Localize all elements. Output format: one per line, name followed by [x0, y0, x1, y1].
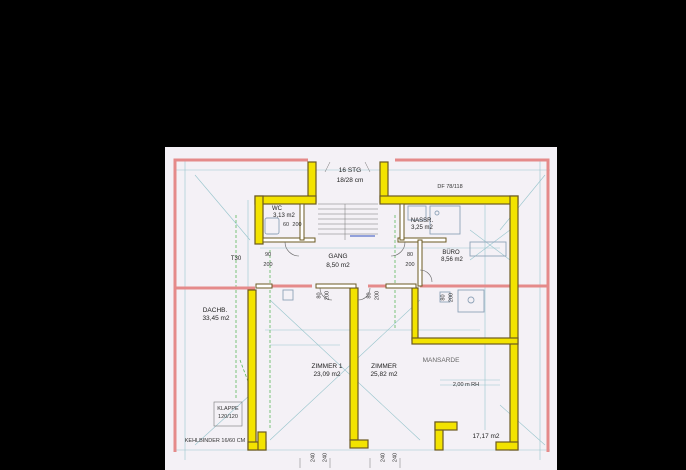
gang-door-right-height: 200	[405, 262, 415, 268]
t30-label: T30	[230, 256, 242, 262]
nass-name: NASSR.	[410, 218, 434, 224]
z2-door-height: 200	[374, 290, 381, 301]
fixtures	[264, 205, 507, 313]
washer-icon	[407, 205, 427, 221]
stair-treads	[318, 161, 378, 240]
z1-door-height: 200	[324, 290, 331, 301]
grid-lines	[175, 160, 550, 460]
wc-name: WC	[272, 206, 282, 212]
stairs-label: 16 STG	[338, 167, 362, 174]
zimmer2-name: ZIMMER	[371, 363, 397, 370]
dim-b: 240	[322, 452, 329, 463]
dim-c: 240	[380, 452, 387, 463]
nass-area: 3,25 m2	[411, 225, 433, 231]
inner-walls	[255, 203, 447, 289]
wc-door-width: 60	[282, 222, 290, 228]
walls	[247, 161, 519, 451]
gang-name: GANG	[328, 253, 348, 260]
desk-chair-icon	[457, 289, 485, 313]
gang-area: 8,50 m2	[326, 262, 350, 269]
stairs-sub: 18/28 cm	[336, 177, 364, 184]
sink-icon	[282, 289, 294, 301]
z2-door-width: 80	[366, 292, 373, 299]
toilet-icon	[264, 217, 280, 235]
buero-area: 8,56 m2	[441, 257, 463, 263]
zimmer1-area: 23,09 m2	[313, 371, 341, 378]
dach-left-name: DACHB.	[202, 307, 228, 314]
wc-door-height: 200	[292, 222, 302, 228]
height-label: 2,00 m RH	[452, 382, 480, 388]
klappe-size: 120/120	[218, 414, 238, 420]
klappe-label: KLAPPE	[217, 406, 239, 412]
zimmer1-name: ZIMMER 1	[311, 363, 343, 370]
buero-door-height: 200	[448, 292, 455, 303]
dim-d: 240	[392, 452, 399, 463]
buero-name: BÜRO	[442, 250, 460, 256]
gang-door-left-width: 90	[264, 252, 272, 258]
gang-door-right-width: 80	[406, 252, 414, 258]
zimmer2-area: 25,82 m2	[370, 371, 398, 378]
cabinet-icon	[469, 241, 507, 257]
gang-door-left-height: 200	[263, 262, 273, 268]
kehlbinder-label: KEHLBINDER 16/60 CM	[184, 438, 246, 444]
dimension-ticks	[299, 458, 401, 468]
buero-door-width: 80	[440, 294, 447, 301]
mansarde-label: MANSARDE	[422, 357, 460, 364]
dach-left-area: 33,45 m2	[202, 315, 230, 322]
hatch-box	[213, 401, 243, 427]
door-swings	[284, 241, 433, 301]
shower-icon	[429, 205, 461, 235]
wc-area: 3,13 m2	[273, 213, 295, 219]
z1-door-width: 80	[316, 292, 323, 299]
desk-icon	[439, 291, 451, 303]
bottom-right-area: 17,17 m2	[472, 433, 500, 440]
dim-a: 240	[310, 452, 317, 463]
corner-note: DF 78/118	[437, 184, 463, 190]
